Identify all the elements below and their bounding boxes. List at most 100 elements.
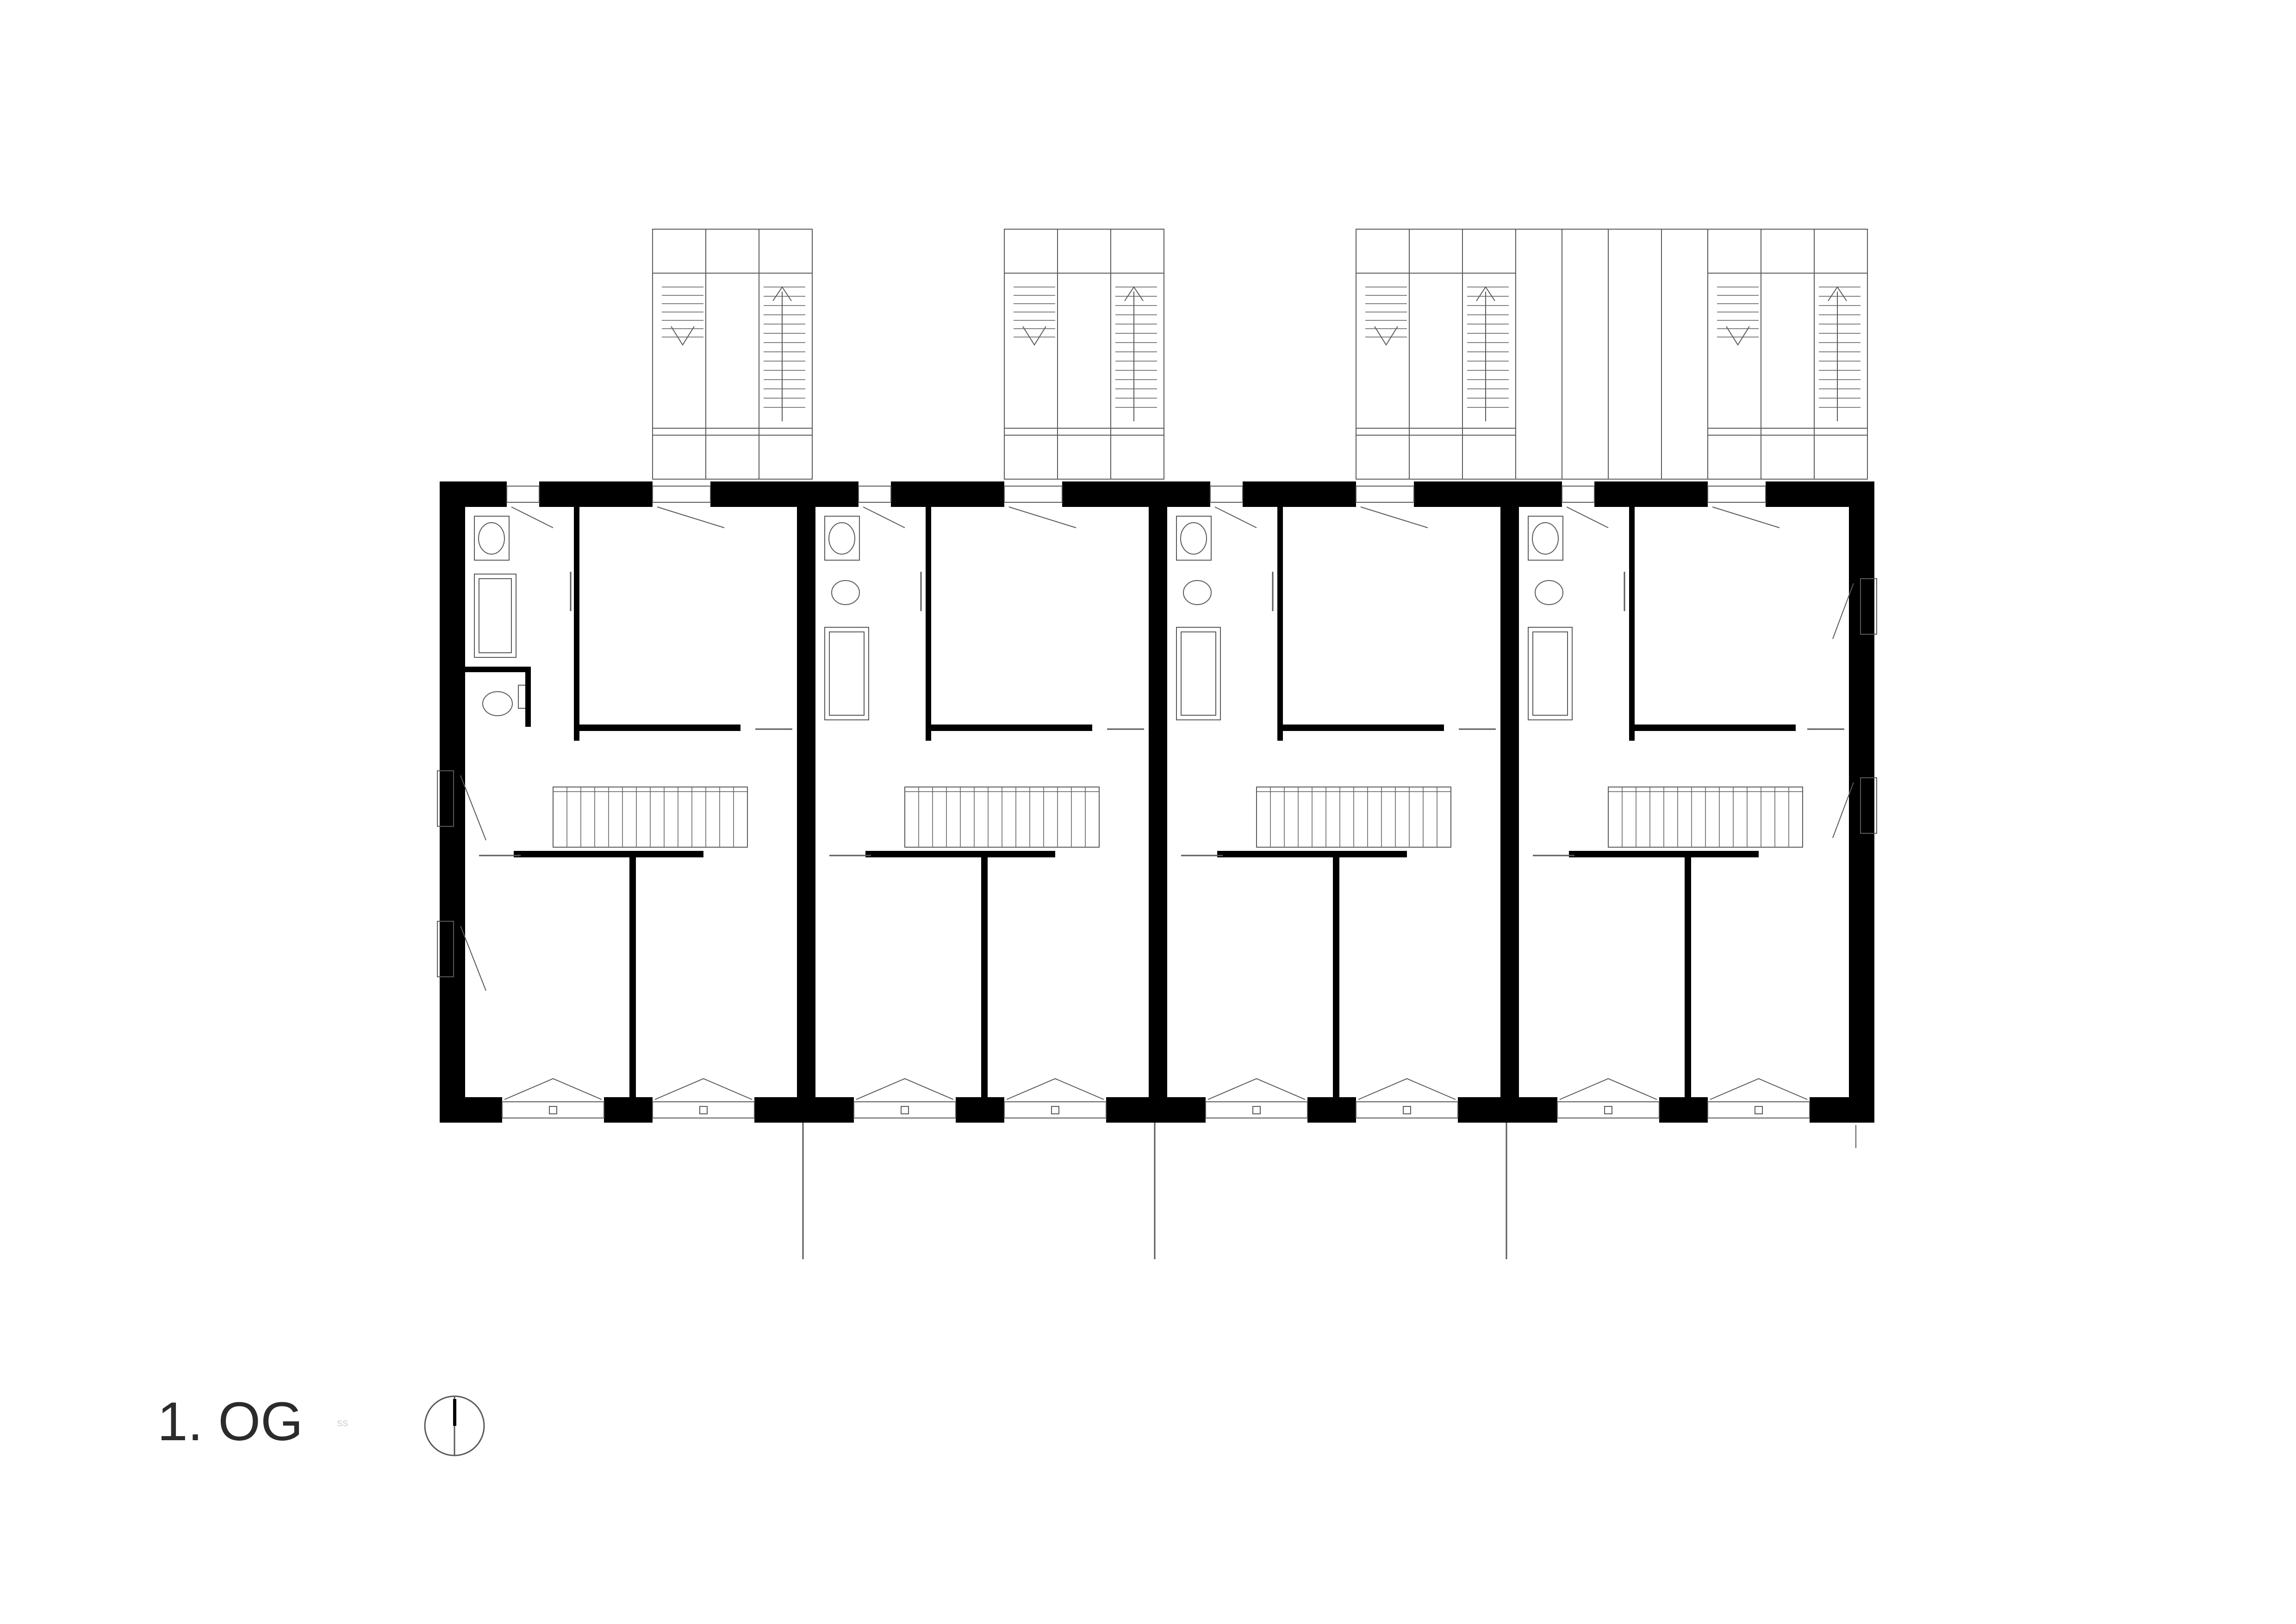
window-swing — [1360, 506, 1428, 528]
window — [652, 1101, 755, 1118]
window — [1557, 1101, 1660, 1118]
window-swing — [511, 506, 554, 528]
shower-inner — [829, 631, 865, 716]
window-swing — [863, 506, 905, 528]
wall-north — [1243, 481, 1356, 507]
stair-tower-frame — [1004, 229, 1164, 480]
stair-direction-icon — [1374, 326, 1398, 346]
toilet — [482, 691, 513, 716]
wall-bath-bedroom — [926, 507, 931, 741]
window-swing — [1710, 1078, 1808, 1100]
window — [1356, 1101, 1458, 1118]
stair-direction-icon — [772, 286, 792, 301]
sink-basin — [478, 522, 505, 555]
shower-tray — [1176, 627, 1221, 720]
window-handle — [901, 1106, 909, 1114]
load-bearing-walls — [440, 481, 1874, 1123]
wall-bedroom-divider — [629, 857, 636, 1098]
window-swing — [1832, 583, 1854, 639]
wall-west — [440, 481, 465, 1123]
window-handle — [1403, 1106, 1411, 1114]
scale-note: ss — [337, 1417, 348, 1429]
wall-south — [1307, 1097, 1356, 1123]
shower-tray — [824, 627, 869, 720]
party-wall — [1149, 481, 1167, 1123]
wall-corridor-south — [1569, 851, 1759, 857]
window — [502, 1101, 604, 1118]
shower-inner — [1181, 631, 1216, 716]
window-swing — [657, 506, 725, 528]
window — [1210, 486, 1243, 503]
shower-tray — [1528, 627, 1573, 720]
wall-bedroom-divider — [1685, 857, 1691, 1098]
window-swing — [460, 775, 486, 841]
window-swing — [1214, 506, 1257, 528]
toilet — [1535, 580, 1563, 605]
window-swing — [1559, 1078, 1657, 1100]
wall-bath-bedroom — [1277, 507, 1283, 741]
wall-bedroom-divider — [981, 857, 988, 1098]
wall-wc — [465, 667, 530, 672]
sink — [474, 516, 510, 561]
window-handle — [1252, 1106, 1261, 1114]
stair-direction-icon — [671, 326, 695, 346]
stair-direction-icon — [1124, 286, 1144, 301]
window-handle — [1051, 1106, 1059, 1114]
wall-corridor-south — [865, 851, 1055, 857]
toilet — [831, 580, 860, 605]
window-swing — [1008, 506, 1076, 528]
side-window — [437, 921, 454, 977]
side-window — [1860, 777, 1877, 834]
north-arrow-icon — [424, 1395, 485, 1456]
shower-inner — [1532, 631, 1568, 716]
window — [1004, 486, 1063, 503]
wall-bath-bedroom — [1629, 507, 1635, 741]
wall-north — [1766, 481, 1874, 507]
wall-corridor-south — [514, 851, 703, 857]
wall-south — [604, 1097, 653, 1123]
window-swing — [1712, 506, 1780, 528]
window-handle — [1604, 1106, 1612, 1114]
stair-direction-icon — [1828, 286, 1847, 301]
window-swing — [1006, 1078, 1104, 1100]
window-handle — [549, 1106, 557, 1114]
wall-corridor-north — [574, 725, 740, 731]
sink — [824, 516, 860, 561]
wall-south — [440, 1097, 502, 1123]
sink-basin — [1532, 522, 1559, 555]
party-wall — [1500, 481, 1519, 1123]
wall-north — [539, 481, 653, 507]
sink-basin — [1180, 522, 1207, 555]
window-swing — [1832, 782, 1854, 838]
window-swing — [1566, 506, 1609, 528]
wall-south — [1659, 1097, 1708, 1123]
room-fixtures — [474, 516, 1803, 848]
window — [652, 486, 711, 503]
window-handle — [1755, 1106, 1763, 1114]
wall-south — [956, 1097, 1004, 1123]
stair-direction-icon — [1726, 326, 1750, 346]
stair-tower-frame — [1707, 229, 1868, 480]
wall-wc — [525, 667, 531, 727]
wall-bedroom-divider — [1333, 857, 1339, 1098]
window — [506, 486, 540, 503]
wall-east — [1849, 481, 1874, 1123]
wall-north — [891, 481, 1004, 507]
party-wall — [797, 481, 815, 1123]
wall-corridor-north — [1277, 725, 1444, 731]
window-swing — [654, 1078, 753, 1100]
wall-south — [1810, 1097, 1874, 1123]
window — [1356, 486, 1414, 503]
stair-direction-icon — [1476, 286, 1495, 301]
window-swing — [1207, 1078, 1306, 1100]
stair-tower-frame — [652, 229, 813, 480]
window-swing — [504, 1078, 602, 1100]
window-swing — [856, 1078, 954, 1100]
wall-north — [1594, 481, 1708, 507]
wall-bath-bedroom — [574, 507, 579, 741]
side-window — [1860, 578, 1877, 635]
window — [1205, 1101, 1308, 1118]
bathtub — [474, 574, 516, 658]
sink-basin — [828, 522, 855, 555]
